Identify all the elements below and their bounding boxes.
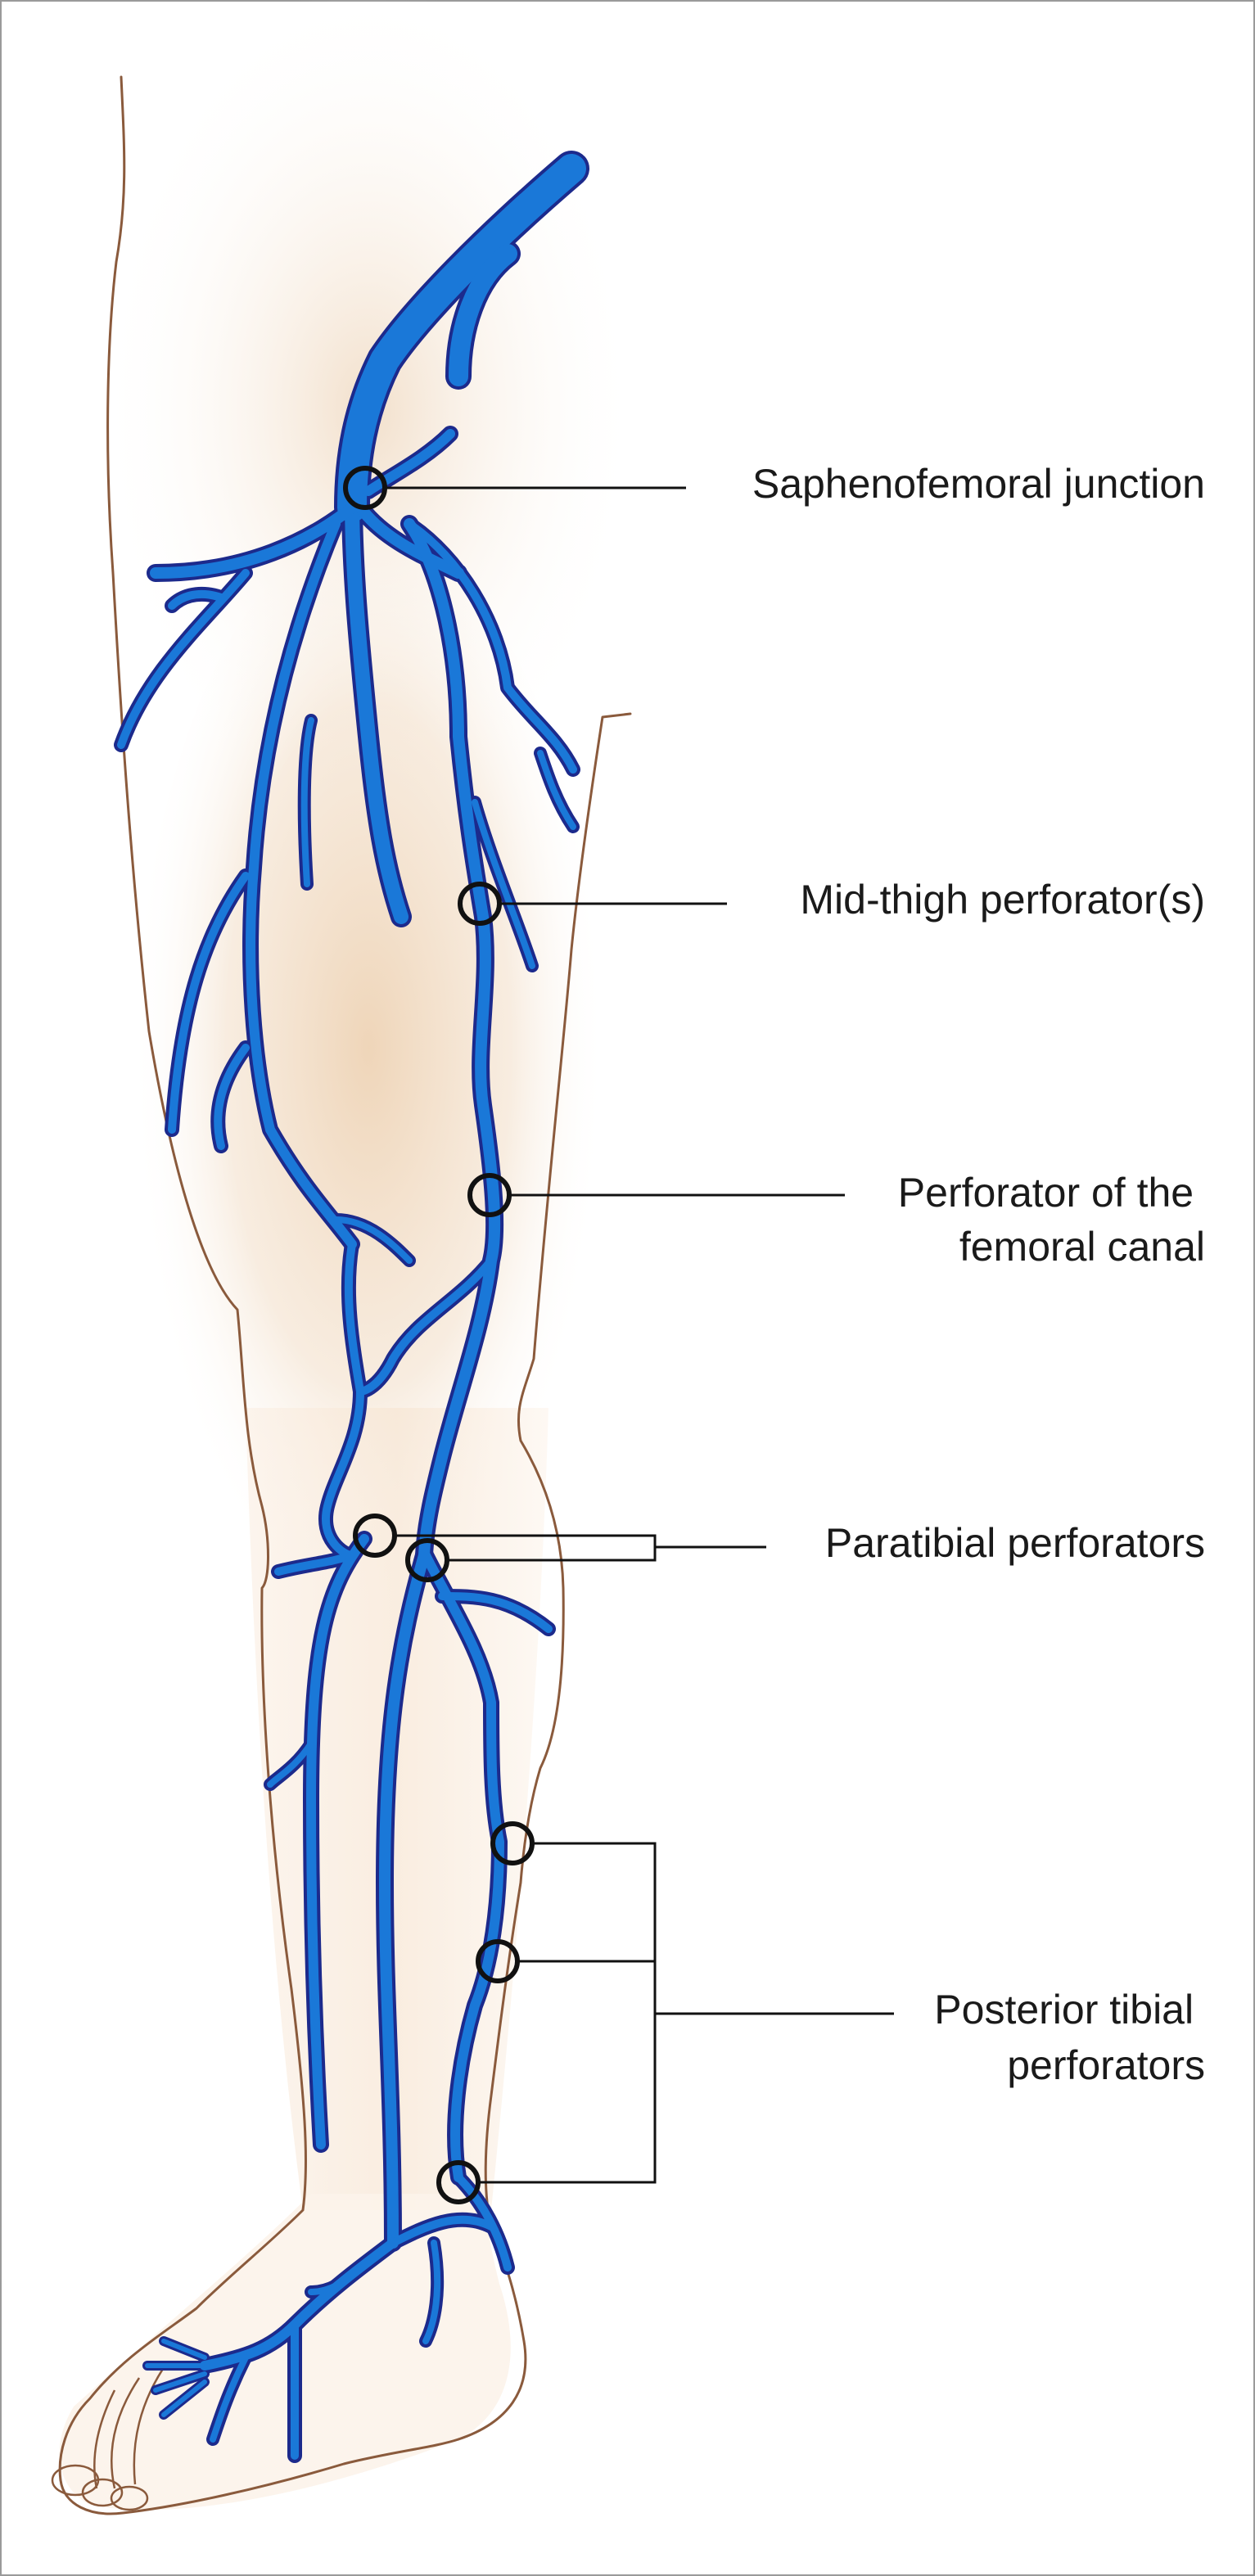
label-mid-thigh-perforator: Mid-thigh perforator(s)	[800, 877, 1205, 923]
toes	[51, 2361, 169, 2511]
label-femoral-canal-perforator: Perforator of the femoral canal	[898, 1170, 1205, 1270]
label-posterior-tibial-perforators: Posterior tibial perforators	[934, 1987, 1205, 2088]
label-paratibial-perforators: Paratibial perforators	[825, 1520, 1205, 1566]
posterior-tibial-bracket	[478, 1842, 894, 2184]
perforator-markers	[343, 466, 535, 2204]
vein-fill-layer	[117, 154, 586, 2460]
leader-lines	[385, 486, 894, 2184]
vein-network	[114, 151, 589, 2463]
paratibial-bracket	[395, 1534, 766, 1562]
labels: Saphenofemoral junction Mid-thigh perfor…	[752, 461, 1205, 2088]
label-saphenofemoral-junction: Saphenofemoral junction	[752, 461, 1205, 507]
